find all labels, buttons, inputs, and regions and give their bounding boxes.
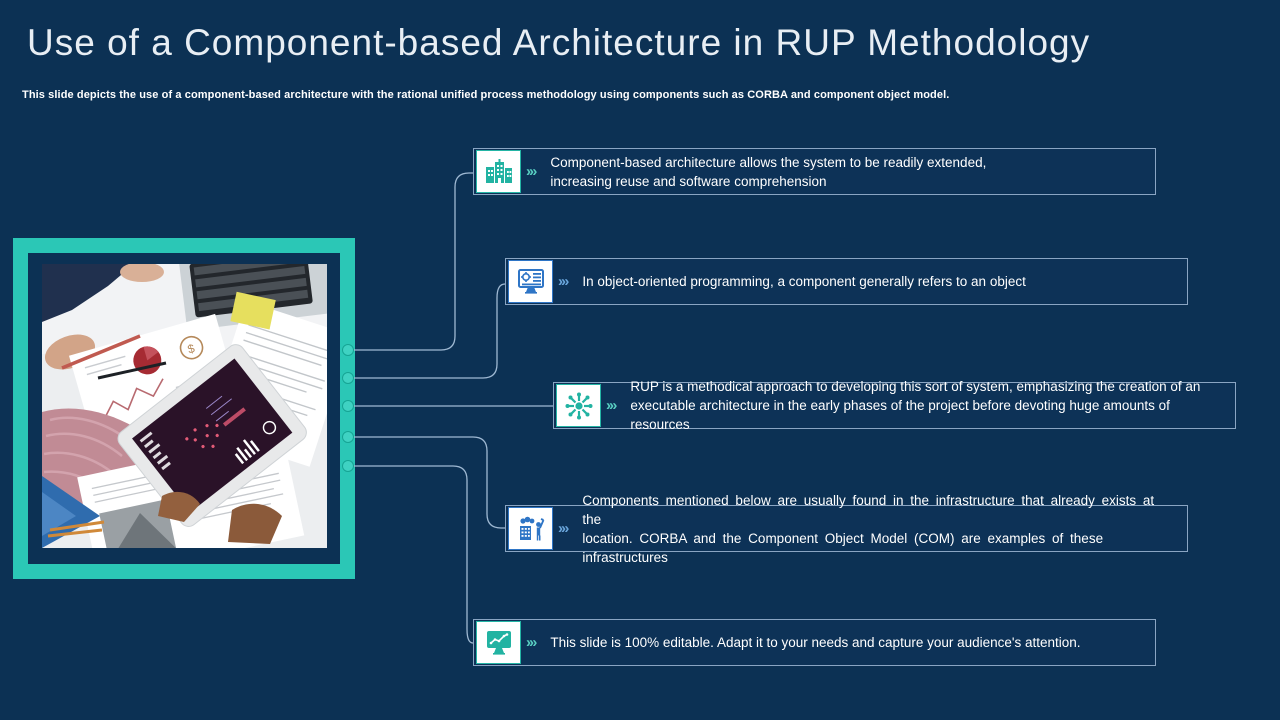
suit-sleeve: [42, 264, 134, 322]
svg-text:$: $: [186, 341, 197, 356]
icon-box: [476, 150, 521, 193]
chevron-icon: ›»: [526, 163, 537, 180]
callout-rup-approach: ›» RUP is a methodical approach to devel…: [553, 379, 1236, 432]
callout-component-object: ›» In object-oriented programming, a com…: [505, 258, 1188, 305]
callout-text: In object-oriented programming, a compon…: [582, 274, 1026, 289]
hub-icon: [565, 392, 592, 419]
icon-box: [476, 621, 521, 664]
holding-hand: [228, 503, 282, 544]
callout-text: Component-based architecture allows the …: [550, 154, 987, 189]
callout-text: Components mentioned below are usually f…: [582, 492, 1155, 565]
icon-box: [556, 384, 601, 427]
slide-subtitle: This slide depicts the use of a componen…: [22, 89, 950, 101]
chevron-icon: ›»: [558, 520, 569, 537]
monitor-gear-icon: [517, 268, 544, 294]
chevron-icon: ›»: [558, 273, 569, 290]
team-desk-tablet-photo: $: [42, 264, 327, 548]
callout-extended-architecture: ›» Component-based architecture allows t…: [473, 148, 1156, 195]
page-title: Use of a Component-based Architecture in…: [27, 22, 1091, 63]
chevron-icon: ›»: [526, 634, 537, 651]
callout-text: RUP is a methodical approach to developi…: [630, 379, 1201, 432]
callout-text: This slide is 100% editable. Adapt it to…: [550, 635, 1081, 650]
chevron-icon: ›»: [606, 397, 617, 414]
buildings-icon: [485, 158, 512, 183]
callout-editable-slide: ›» This slide is 100% editable. Adapt it…: [473, 619, 1156, 666]
monitor-chart-icon: [486, 630, 511, 655]
icon-box: [508, 507, 553, 550]
icon-box: [508, 260, 553, 303]
tablet: [117, 344, 307, 527]
callout-infrastructure: ›» Components mentioned below are usuall…: [505, 493, 1188, 565]
construction-icon: [519, 516, 544, 540]
